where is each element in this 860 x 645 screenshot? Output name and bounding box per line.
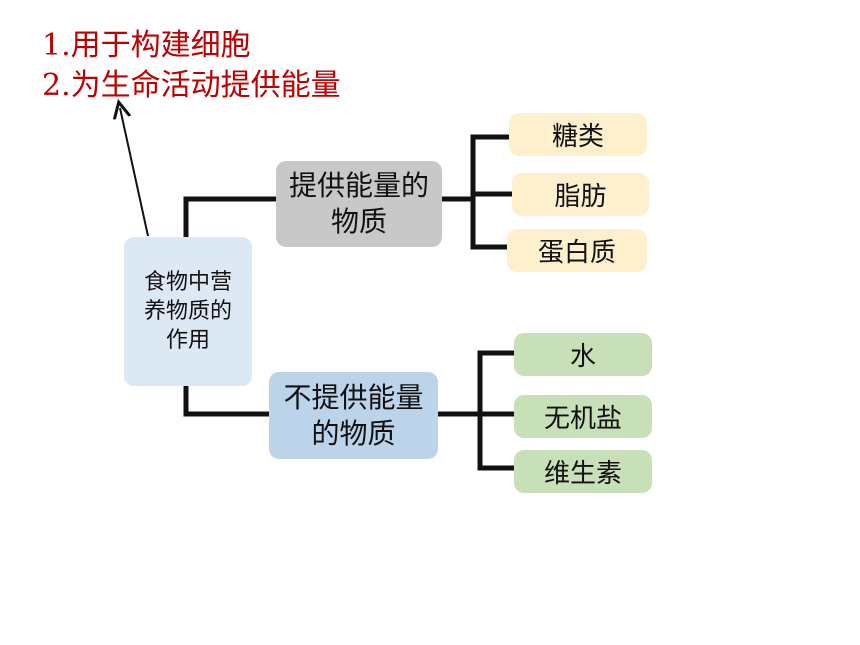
leaf-fat: 脂肪: [512, 173, 649, 216]
nonenergy-label: 不提供能量的物质: [283, 380, 424, 450]
non-energy-node: 不提供能量的物质: [269, 372, 438, 459]
leaf-protein: 蛋白质: [507, 229, 647, 272]
arrow-to-functions: [120, 108, 149, 237]
energy-branches: [470, 134, 512, 250]
leaf-label: 蛋白质: [537, 238, 616, 268]
leaf-inorganic-salt: 无机盐: [514, 395, 652, 438]
leaf-label: 无机盐: [543, 404, 622, 434]
function-line-1: 1.用于构建细胞: [42, 28, 251, 63]
leaf-label: 水: [569, 342, 596, 372]
nonenergy-branches: [477, 350, 514, 471]
leaf-vitamins: 维生素: [514, 450, 652, 493]
energy-providing-node: 提供能量的物质: [276, 161, 442, 247]
leaf-label: 脂肪: [554, 182, 607, 212]
functions-text: 1.用于构建细胞 2.为生命活动提供能量: [42, 26, 341, 106]
energy-label: 提供能量的物质: [289, 169, 430, 238]
leaf-label: 维生素: [543, 459, 622, 489]
function-line-2: 2.为生命活动提供能量: [42, 68, 341, 103]
leaf-label: 糖类: [551, 122, 604, 152]
root-label: 食物中营养物质的作用: [143, 270, 232, 353]
root-node: 食物中营养物质的作用: [124, 237, 252, 386]
leaf-carbohydrates: 糖类: [509, 113, 647, 156]
leaf-water: 水: [514, 333, 652, 376]
